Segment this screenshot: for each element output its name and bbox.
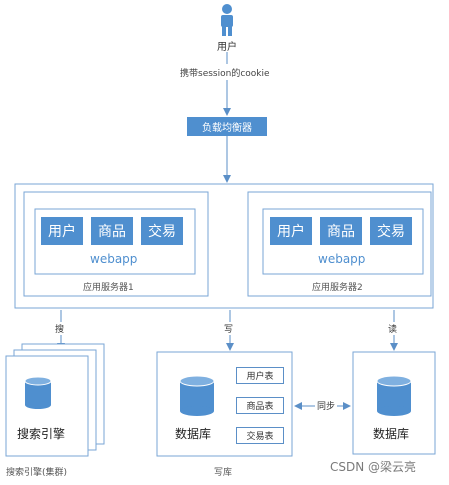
product-table: 商品表 (236, 397, 284, 414)
module-label: 商品 (98, 224, 126, 240)
module-label: 用户 (277, 224, 305, 240)
server-1-module-product: 商品 (91, 217, 133, 245)
table-label: 商品表 (246, 402, 274, 412)
table-label: 用户表 (246, 372, 274, 382)
server-1-module-user: 用户 (41, 217, 83, 245)
module-label: 用户 (48, 224, 76, 240)
write-db-label: 数据库 (175, 427, 212, 441)
server-2-caption: 应用服务器2 (312, 283, 363, 293)
read-edge-label: 读 (388, 322, 398, 335)
write-db-caption: 写库 (214, 468, 233, 478)
server-2-module-product: 商品 (320, 217, 362, 245)
watermark: CSDN @梁云亮 (330, 460, 417, 474)
trade-table: 交易表 (236, 427, 284, 444)
load-balancer-box: 负载均衡器 (187, 117, 267, 136)
module-label: 交易 (148, 224, 176, 240)
server-1-module-trade: 交易 (141, 217, 183, 245)
webapp-2-label: webapp (318, 252, 366, 266)
search-engine-db-icon (24, 376, 52, 409)
read-db-box (352, 351, 436, 455)
write-db-icon (179, 375, 215, 416)
sync-edge-label: 同步 (315, 399, 338, 412)
search-edge-label: 搜 (55, 322, 65, 335)
read-db-icon (376, 375, 412, 416)
user-table: 用户表 (236, 367, 284, 384)
webapp-1-label: webapp (90, 252, 138, 266)
cookie-edge-label: 携带session的cookie (180, 66, 270, 79)
server-1-caption: 应用服务器1 (83, 283, 134, 293)
user-icon (221, 4, 233, 36)
load-balancer-label: 负载均衡器 (202, 123, 252, 134)
module-label: 商品 (327, 224, 355, 240)
server-2-module-user: 用户 (270, 217, 312, 245)
search-engine-caption: 搜索引擎(集群) (6, 468, 68, 478)
table-label: 交易表 (246, 432, 274, 442)
module-label: 交易 (377, 224, 405, 240)
read-db-label: 数据库 (373, 427, 410, 441)
search-engine-label: 搜索引擎 (17, 427, 66, 441)
write-edge-label: 写 (224, 322, 234, 335)
user-label: 用户 (217, 42, 237, 53)
server-2-module-trade: 交易 (370, 217, 412, 245)
